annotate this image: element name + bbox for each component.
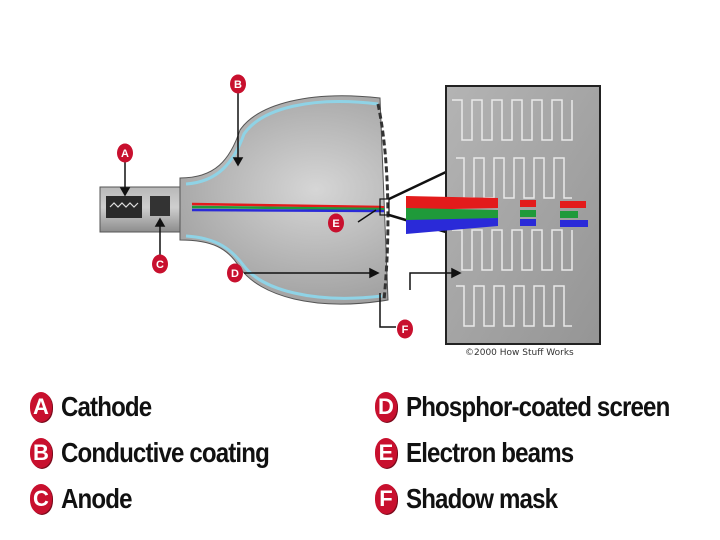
legend-left: A Cathode B Conductive coating C Anode: [30, 384, 303, 522]
callout-B: B: [230, 74, 246, 94]
legend-item-conductive-coating: B Conductive coating: [30, 430, 303, 476]
anode: [150, 196, 170, 216]
crt-diagram: A B C D E F: [99, 74, 601, 345]
callout-D: D: [227, 263, 243, 283]
svg-text:A: A: [121, 148, 129, 160]
phosphor-screen: [376, 103, 390, 301]
callout-E: E: [328, 213, 344, 233]
legend-badge: F: [375, 484, 397, 514]
legend-right: D Phosphor-coated screen E Electron beam…: [375, 384, 712, 522]
legend-item-phosphor-screen: D Phosphor-coated screen: [375, 384, 712, 430]
legend-label: Cathode: [61, 391, 152, 422]
svg-text:D: D: [231, 268, 239, 280]
legend-item-cathode: A Cathode: [30, 384, 303, 430]
legend-label: Anode: [61, 483, 132, 514]
legend-badge: D: [375, 392, 397, 422]
legend-label: Phosphor-coated screen: [406, 391, 670, 422]
legend-badge: B: [30, 438, 52, 468]
legend-item-anode: C Anode: [30, 476, 303, 522]
cathode: [106, 196, 142, 218]
legend-badge: C: [30, 484, 52, 514]
copyright-text: ©2000 How Stuff Works: [465, 348, 574, 358]
svg-text:F: F: [402, 324, 409, 336]
legend-label: Electron beams: [406, 437, 574, 468]
leader-lines: [119, 93, 462, 328]
electron-beams: [191, 202, 385, 213]
legend-badge: A: [30, 392, 52, 422]
svg-text:B: B: [234, 79, 242, 91]
legend-badge: E: [375, 438, 397, 468]
shadow-mask-closeup: [406, 85, 601, 345]
shadow-mask: [452, 99, 573, 327]
legend-item-shadow-mask: F Shadow mask: [375, 476, 712, 522]
svg-text:E: E: [332, 218, 339, 230]
callout-C: C: [152, 254, 168, 274]
legend-label: Shadow mask: [406, 483, 558, 514]
conductive-coating: [185, 100, 379, 186]
legend-item-electron-beams: E Electron beams: [375, 430, 712, 476]
magnified-beams: [406, 196, 588, 234]
callout-F: F: [397, 319, 413, 339]
callout-A: A: [117, 143, 133, 163]
crt-tube: [99, 95, 447, 305]
legend-label: Conductive coating: [61, 437, 270, 468]
svg-text:C: C: [156, 259, 164, 271]
